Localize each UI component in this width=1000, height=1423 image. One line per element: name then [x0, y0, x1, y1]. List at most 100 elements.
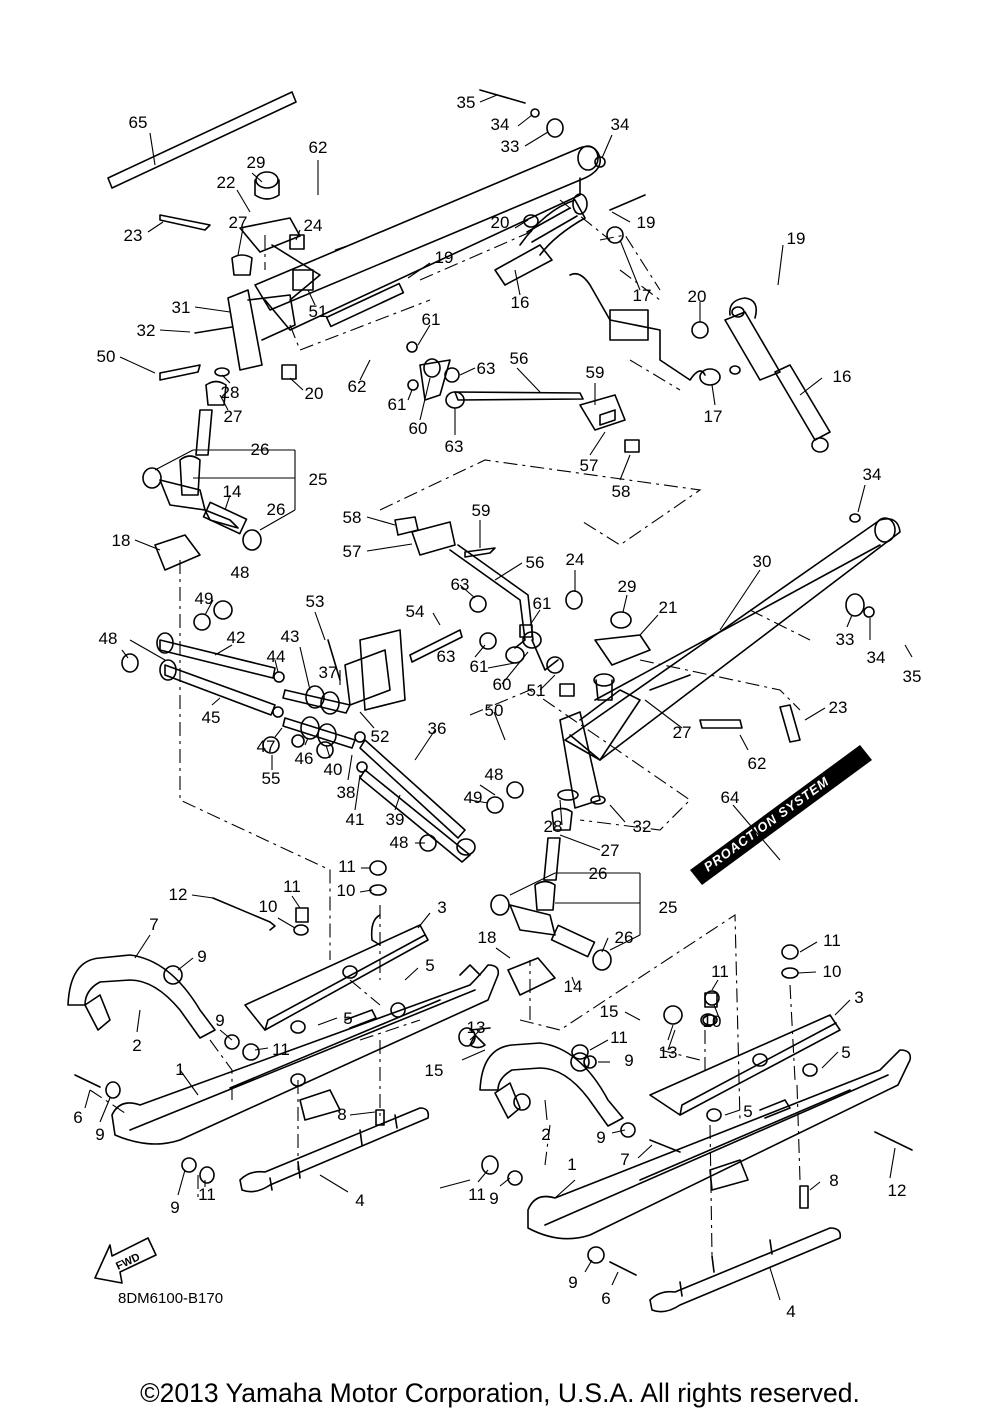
callout-9: 9 [215, 1011, 224, 1030]
callout-25: 25 [659, 898, 678, 917]
callout-48: 48 [390, 833, 409, 852]
callout-42: 42 [227, 628, 246, 647]
callout-51: 51 [309, 302, 328, 321]
callout-34: 34 [867, 648, 886, 667]
callout-48: 48 [99, 629, 118, 648]
callout-33: 33 [836, 630, 855, 649]
callout-14: 14 [223, 482, 242, 501]
callout-50: 50 [97, 347, 116, 366]
callout-57: 57 [580, 456, 599, 475]
callout-24: 24 [304, 216, 323, 235]
callout-48: 48 [485, 765, 504, 784]
callout-61: 61 [388, 395, 407, 414]
callout-5: 5 [343, 1009, 352, 1028]
fwd-arrow: FWD [94, 1237, 157, 1284]
callout-47: 47 [257, 737, 276, 756]
callout-2: 2 [132, 1036, 141, 1055]
callout-17: 17 [633, 286, 652, 305]
callout-20: 20 [305, 384, 324, 403]
callout-29: 29 [618, 577, 637, 596]
callout-5: 5 [743, 1102, 752, 1121]
callout-51: 51 [527, 681, 546, 700]
callout-59: 59 [586, 363, 605, 382]
callout-27: 27 [673, 723, 692, 742]
callout-11: 11 [468, 1185, 486, 1204]
callout-8: 8 [829, 1171, 838, 1190]
callout-15: 15 [425, 1061, 444, 1080]
callout-64: 64 [721, 788, 740, 807]
callout-3: 3 [854, 988, 863, 1007]
callout-4: 4 [786, 1302, 795, 1321]
left-steering-column-drawing [142, 171, 321, 571]
callout-1: 1 [175, 1060, 184, 1079]
callout-11: 11 [711, 962, 729, 981]
shock-absorber-top-drawing [494, 193, 646, 286]
callout-5: 5 [425, 956, 434, 975]
callout-35: 35 [903, 667, 922, 686]
callout-56: 56 [526, 553, 545, 572]
callout-28: 28 [544, 817, 563, 836]
callout-40: 40 [324, 760, 343, 779]
callout-62: 62 [748, 754, 767, 773]
callout-14: 14 [564, 977, 583, 996]
callout-46: 46 [295, 749, 314, 768]
callout-61: 61 [422, 310, 441, 329]
callout-9: 9 [568, 1273, 577, 1292]
lower-arms-drawing [121, 600, 524, 863]
callout-9: 9 [596, 1128, 605, 1147]
callout-11: 11 [198, 1185, 216, 1204]
callout-10: 10 [703, 1012, 722, 1031]
callout-52: 52 [371, 727, 390, 746]
callout-8: 8 [337, 1105, 346, 1124]
callout-2: 2 [541, 1125, 550, 1144]
link-bar-56-top-drawing [406, 341, 640, 453]
callout-44: 44 [267, 647, 286, 666]
callout-60: 60 [493, 675, 512, 694]
callout-18: 18 [112, 531, 131, 550]
callout-62: 62 [309, 138, 328, 157]
callout-9: 9 [170, 1198, 179, 1217]
callout-12: 12 [888, 1181, 907, 1200]
rear-arm-30-drawing [564, 513, 901, 761]
callout-16: 16 [511, 293, 530, 312]
leader-lines [84, 94, 913, 1301]
callout-31: 31 [172, 298, 191, 317]
callout-10: 10 [259, 897, 278, 916]
callout-50: 50 [485, 701, 504, 720]
callout-9: 9 [624, 1051, 633, 1070]
copyright-notice: ©2013 Yamaha Motor Corporation, U.S.A. A… [140, 1378, 860, 1408]
callout-34: 34 [491, 115, 510, 134]
callout-58: 58 [612, 482, 631, 501]
callout-61: 61 [533, 594, 552, 613]
callout-5: 5 [841, 1043, 850, 1062]
decal-65-drawing [107, 91, 297, 189]
callout-60: 60 [409, 419, 428, 438]
callout-28: 28 [221, 383, 240, 402]
callout-24: 24 [566, 550, 585, 569]
callout-41: 41 [346, 810, 365, 829]
callout-19: 19 [637, 213, 656, 232]
callout-27: 27 [601, 841, 620, 860]
fwd-label: FWD [114, 1251, 142, 1272]
callout-59: 59 [472, 501, 491, 520]
callout-4: 4 [355, 1191, 364, 1210]
callout-61: 61 [470, 657, 489, 676]
callout-9: 9 [95, 1125, 104, 1144]
sticker-64-drawing: PROACTION SYSTEM [690, 745, 872, 885]
callout-23: 23 [124, 226, 143, 245]
callout-63: 63 [451, 575, 470, 594]
callout-43: 43 [281, 627, 300, 646]
callout-10: 10 [823, 962, 842, 981]
callout-25: 25 [309, 470, 328, 489]
callout-22: 22 [217, 173, 236, 192]
callout-49: 49 [464, 788, 483, 807]
callout-6: 6 [601, 1289, 610, 1308]
callout-65: 65 [129, 113, 148, 132]
callout-49: 49 [195, 589, 214, 608]
right-shock-drawing [691, 297, 831, 453]
callout-13: 13 [659, 1043, 678, 1062]
callout-62: 62 [348, 377, 367, 396]
callout-12: 12 [169, 885, 188, 904]
callout-15: 15 [600, 1002, 619, 1021]
callout-33: 33 [501, 137, 520, 156]
